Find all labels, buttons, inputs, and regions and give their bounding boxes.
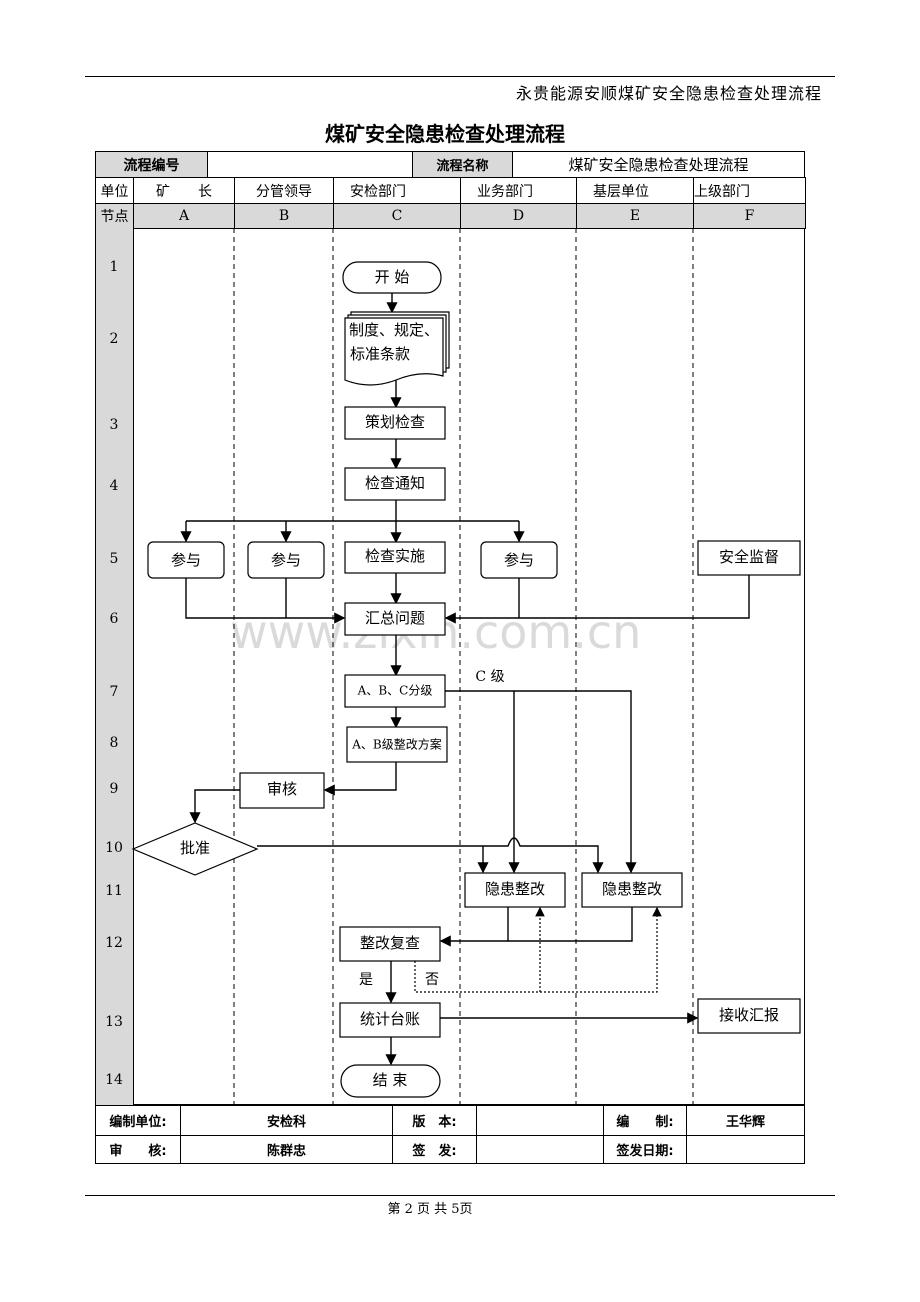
issue-date-label: 签发日期: (603, 1135, 687, 1164)
row-number: 11 (105, 883, 123, 899)
row-number: 9 (109, 781, 119, 797)
row-number: 1 (109, 259, 119, 275)
page-number: 第 2 页 共 5页 (387, 1202, 473, 1217)
flow-area (95, 228, 805, 1105)
issuer-label: 签 发: (392, 1135, 477, 1164)
node-header: E (576, 203, 694, 229)
implement-node[interactable]: 检查实施 (365, 547, 425, 565)
yes-label: 是 (359, 972, 373, 988)
header-rule (85, 76, 835, 77)
node-header: A (133, 203, 235, 229)
notice-node[interactable]: 检查通知 (365, 474, 425, 492)
reviewer: 陈群忠 (180, 1135, 393, 1164)
author-label: 编 制: (603, 1105, 687, 1136)
ledger-node[interactable]: 统计台账 (360, 1010, 420, 1028)
approve-node[interactable]: 批准 (180, 839, 210, 857)
footer-rule (85, 1195, 835, 1196)
row-number: 12 (105, 935, 123, 951)
version (476, 1105, 604, 1136)
name-label: 流程名称 (412, 151, 513, 178)
connectors (180, 293, 750, 1066)
row-number: 5 (109, 551, 119, 567)
row-number: 6 (109, 611, 119, 627)
version-label: 版 本: (392, 1105, 477, 1136)
doc-label-2: 标准条款 (350, 345, 410, 363)
end-label: 结 束 (373, 1071, 408, 1089)
grade-node[interactable]: A、B、C分级 (357, 684, 433, 698)
node-header: B (234, 203, 334, 229)
doc-shape (344, 317, 444, 386)
node-label: 节点 (95, 203, 134, 229)
c-level-label: C 级 (475, 669, 504, 685)
reviewer-label: 审 核: (95, 1135, 181, 1164)
row-number: 3 (109, 417, 119, 433)
plan-ab-node[interactable]: A、B级整改方案 (351, 737, 442, 752)
code-label: 流程编号 (95, 151, 208, 178)
row-number: 8 (109, 735, 119, 751)
node-header: D (460, 203, 577, 229)
author: 王华辉 (686, 1105, 805, 1136)
node-header: F (693, 203, 806, 229)
review-node[interactable]: 审核 (267, 780, 297, 798)
recheck-node[interactable]: 整改复查 (360, 934, 420, 952)
issue-date (686, 1135, 805, 1164)
supervise-node[interactable]: 安全监督 (719, 548, 779, 566)
summary-node[interactable]: 汇总问题 (365, 609, 425, 627)
row-number: 13 (105, 1014, 123, 1030)
doc-label-1: 制度、规定、 (349, 321, 439, 339)
row-number: 2 (109, 331, 119, 347)
page-title: 煤矿安全隐患检查处理流程 (325, 122, 565, 146)
join-a-node[interactable]: 参与 (171, 551, 201, 569)
row-number: 14 (105, 1072, 123, 1088)
issuer (476, 1135, 604, 1164)
lane-dividers (233, 228, 694, 1105)
join-b-node[interactable]: 参与 (271, 551, 301, 569)
row-number: 4 (109, 478, 119, 494)
start-label: 开 始 (375, 268, 410, 286)
row-number-column (96, 228, 134, 1105)
rework-connectors (414, 906, 662, 993)
fix-d-node[interactable]: 隐患整改 (485, 880, 545, 898)
approve-diamond (131, 822, 259, 876)
row-number: 7 (109, 684, 119, 700)
receive-node[interactable]: 接收汇报 (719, 1006, 779, 1024)
shapes (131, 261, 801, 1098)
compiler-unit-label: 编制单位: (95, 1105, 181, 1136)
plan-node[interactable]: 策划检查 (365, 413, 425, 431)
node-header: C (333, 203, 461, 229)
running-header: 永贵能源安顺煤矿安全隐患检查处理流程 (515, 84, 822, 103)
row-number: 10 (105, 840, 123, 856)
join-d-node[interactable]: 参与 (504, 551, 534, 569)
start-terminal (342, 261, 442, 294)
fix-e-node[interactable]: 隐患整改 (602, 880, 662, 898)
no-label: 否 (425, 972, 439, 988)
compiler-unit: 安检科 (180, 1105, 393, 1136)
